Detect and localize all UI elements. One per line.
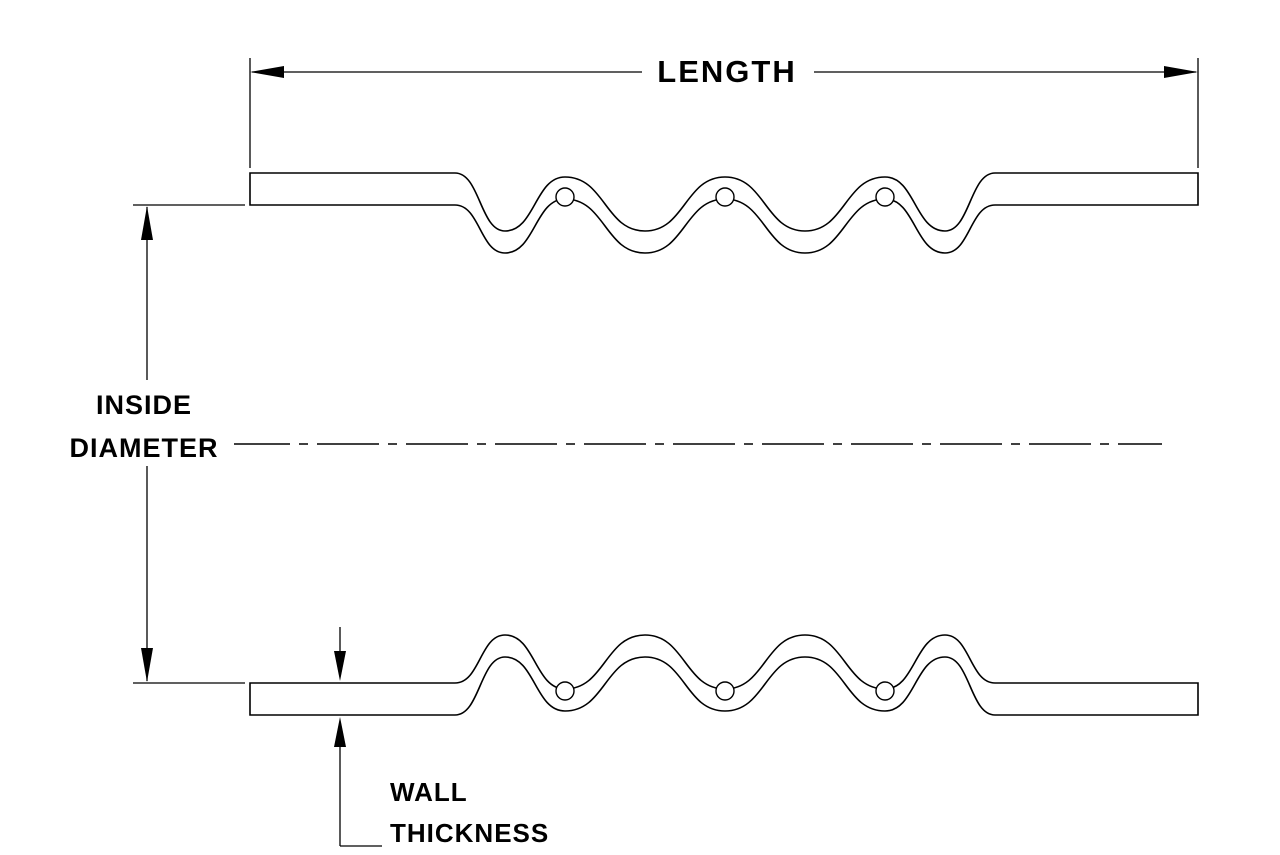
reinforcement-ring (715, 681, 735, 701)
length-arrowhead-right (1164, 66, 1198, 78)
inside-diameter-dimension: INSIDE DIAMETER (56, 204, 245, 684)
reinforcement-ring (875, 681, 895, 701)
reinforcement-ring (875, 187, 895, 207)
inside-diameter-arrowhead-top (141, 206, 153, 240)
inside-diameter-label-line2: DIAMETER (70, 433, 219, 463)
length-arrowhead-left (250, 66, 284, 78)
length-dimension: LENGTH (249, 54, 1199, 168)
wall-thickness-arrowhead-down (334, 651, 346, 681)
hose-body (228, 172, 1199, 716)
hose-upper-wall (249, 172, 1199, 254)
reinforcement-ring (555, 187, 575, 207)
wall-thickness-dimension: WALL THICKNESS (334, 627, 549, 848)
inside-diameter-label-mask (56, 380, 234, 466)
wall-thickness-arrowhead-up (334, 717, 346, 747)
inside-diameter-arrowhead-bottom (141, 648, 153, 682)
length-label: LENGTH (657, 54, 796, 89)
reinforcement-ring (555, 681, 575, 701)
inside-diameter-label-line1: INSIDE (96, 390, 192, 420)
wall-thickness-label-line2: THICKNESS (390, 818, 549, 848)
reinforcement-ring (715, 187, 735, 207)
hose-lower-wall (249, 634, 1199, 716)
wall-thickness-label-line1: WALL (390, 777, 468, 807)
